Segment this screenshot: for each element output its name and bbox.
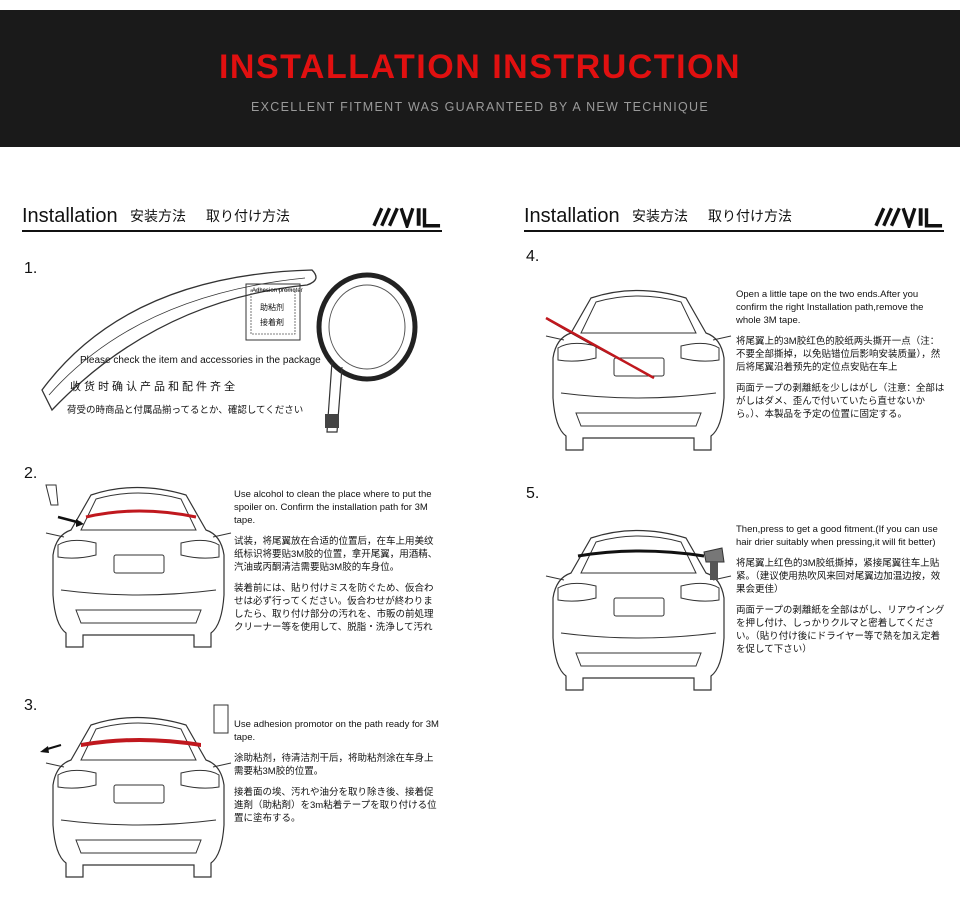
adhesion-promoter-pack-icon [245,283,301,341]
car-rear-icon [545,529,732,691]
step-1-number: 1. [24,260,38,277]
tape-roll-icon [316,272,418,433]
step-4-text: Open a little tape on the two ends.After… [736,288,948,429]
step-5-text-jp: 両面テープの剥離紙を全部はがし、リアウイングを押し付け、しっかりクルマと密着して… [736,605,945,655]
step-5-number: 5. [526,485,540,502]
step-3-number: 3. [24,697,38,714]
promoter-label-en: Adhesion promoter [252,288,303,294]
left-column: Installation 安装方法 取り付け方法 1. Adhesion pro… [22,200,442,878]
column-header: Installation 安装方法 取り付け方法 [524,200,944,232]
step-4-text-jp: 両面テープの剥離紙を少しはがし（注意：全部はがしはダメ、歪んで付いていたら直せな… [736,383,945,420]
top-banner: INSTALLATION INSTRUCTION EXCELLENT FITME… [0,10,960,147]
step-2-text-en: Use alcohol to clean the place where to … [234,489,432,526]
header-chinese: 安装方法 [130,208,186,224]
banner-subtitle: EXCELLENT FITMENT WAS GUARANTEED BY A NE… [250,100,710,114]
step-3-text-cn: 涂助粘剂，待清洁剂干后，将助粘剂涂在车身上需要粘3M胶的位置。 [234,753,434,777]
header-japanese: 取り付け方法 [708,208,792,224]
step-2-text: Use alcohol to clean the place where to … [234,488,442,642]
car-rear-icon [45,484,232,648]
column-header: Installation 安装方法 取り付け方法 [22,200,442,232]
header-japanese: 取り付け方法 [206,208,290,224]
step-5-text-cn: 将尾翼上红色的3M胶纸撕掉，紧接尾翼往车上贴紧。（建议使用热吹风来回对尾翼边加温… [736,558,941,595]
header-chinese: 安装方法 [632,208,688,224]
promoter-label-cn: 助粘剂 [260,303,284,312]
banner-title: INSTALLATION INSTRUCTION [218,48,742,86]
hair-drier-icon [703,547,725,580]
step-3-text-en: Use adhesion promotor on the path ready … [234,719,439,743]
right-column: Installation 安装方法 取り付け方法 4. Open a littl… [524,200,944,691]
bottle-icon [45,484,59,506]
header-english: Installation [524,205,620,227]
step-3-text-jp: 接着面の埃、汚れや油分を取り除き後、接着促進剤（助粘剤）を3m粘着テープを取り付… [234,787,437,824]
step-4-number: 4. [526,248,540,265]
logo-icon [372,206,442,228]
step-5-text-en: Then,press to get a good fitment.(If you… [736,524,938,548]
step-2-number: 2. [24,465,38,482]
package-label-en: Please check the item and accessories in… [80,355,321,366]
step-4-text-en: Open a little tape on the two ends.After… [736,289,924,326]
package-label-cn: 收货时确认产品和配件齐全 [70,381,238,393]
bottle-icon [213,704,229,734]
step-2-text-jp: 装着前には、貼り付けミスを防ぐため、仮合わせは必ず行ってください。仮合わせが終わ… [234,583,434,633]
logo-icon [874,206,944,228]
header-english: Installation [22,205,118,227]
promoter-label-jp: 接着剤 [260,318,284,327]
car-rear-icon [545,289,732,451]
package-label-jp: 荷受の時商品と付属品揃ってるとか、確認してください [67,405,304,416]
step-5-text: Then,press to get a good fitment.(If you… [736,523,948,664]
car-rear-icon [40,704,232,878]
step-2-text-cn: 试装，将尾翼放在合适的位置后，在车上用美纹纸标识将要贴3M胶的位置，拿开尾翼，用… [234,536,438,573]
step-3-text: Use adhesion promotor on the path ready … [234,718,442,833]
step-4-text-cn: 将尾翼上的3M胶红色的胶纸两头撕开一点（注：不要全部撕掉，以免贴错位后影响安装质… [736,336,941,373]
